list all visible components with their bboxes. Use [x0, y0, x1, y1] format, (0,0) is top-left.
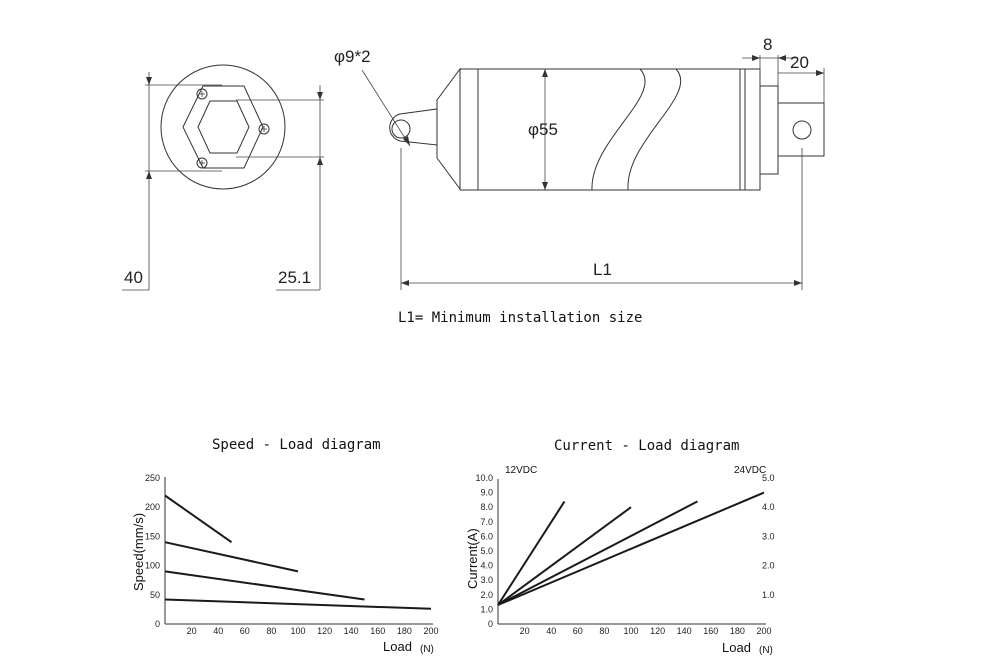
- speed-chart-title: Speed - Load diagram: [212, 437, 381, 453]
- current-y-tick: 5.0: [480, 546, 493, 556]
- speed-series-line-3: [164, 570, 365, 601]
- dim-diameter-label: φ55: [528, 120, 558, 139]
- end-view-screw-bottom: [196, 157, 208, 169]
- side-view: φ55 8 20 φ9*2 L1: [334, 35, 825, 290]
- current-y2-tick: 3.0: [762, 531, 775, 541]
- current-load-chart: Current - Load diagram 20 40 60 80 100 120 140…: [465, 438, 775, 656]
- current-series-line-2: [497, 506, 632, 606]
- speed-y-tick: 100: [145, 561, 160, 571]
- current-x-tick: 200: [756, 626, 771, 636]
- speed-x-tick: 20: [187, 626, 197, 636]
- end-view: 40 25.1: [122, 64, 324, 291]
- installation-note: L1= Minimum installation size: [398, 310, 642, 326]
- end-view-screw-right: [258, 123, 270, 135]
- current-x-tick: 100: [623, 626, 638, 636]
- speed-y-tick: 200: [145, 502, 160, 512]
- current-y2-tick: 4.0: [762, 502, 775, 512]
- current-x-tick: 40: [546, 626, 556, 636]
- current-series-line-4: [497, 491, 765, 606]
- speed-x-tick: 140: [344, 626, 359, 636]
- dim-25-1-label: 25.1: [278, 268, 311, 287]
- speed-x-axis-label: Load: [383, 639, 412, 654]
- current-y2-tick: 1.0: [762, 590, 775, 600]
- dim-hole-leader: [361, 69, 411, 147]
- current-y-tick: 10.0: [475, 473, 493, 483]
- current-y2-tick: 2.0: [762, 561, 775, 571]
- current-y-tick: 3.0: [480, 575, 493, 585]
- current-x-tick: 20: [520, 626, 530, 636]
- speed-x-tick: 200: [423, 626, 438, 636]
- current-y-tick: 7.0: [480, 517, 493, 527]
- current-y-tick: 0: [488, 619, 493, 629]
- dim-8-label: 8: [763, 35, 772, 54]
- current-y-axis-label: Current(A): [465, 528, 480, 589]
- speed-y-axis-label: Speed(mm/s): [131, 513, 146, 591]
- current-y-tick: 9.0: [480, 488, 493, 498]
- speed-x-tick: 180: [397, 626, 412, 636]
- end-view-outer-circle: [160, 64, 286, 190]
- current-x-axis-label: Load: [722, 640, 751, 655]
- speed-y-tick: 0: [155, 619, 160, 629]
- current-x-tick: 180: [730, 626, 745, 636]
- end-view-inner-hexagon: [197, 100, 250, 154]
- speed-x-tick: 160: [370, 626, 385, 636]
- speed-load-chart: Speed - Load diagram 20 40 60 80 100 120 140 16…: [131, 437, 439, 655]
- dim-40-label: 40: [124, 268, 143, 287]
- current-series-line-1: [497, 500, 566, 606]
- front-mount-hole: [792, 120, 812, 140]
- current-chart-title: Current - Load diagram: [554, 438, 739, 454]
- speed-x-tick: 120: [317, 626, 332, 636]
- speed-y-tick: 250: [145, 473, 160, 483]
- dim-hole-label: φ9*2: [334, 47, 371, 66]
- current-y-tick: 8.0: [480, 502, 493, 512]
- current-y-tick: 4.0: [480, 561, 493, 571]
- current-x-tick: 60: [573, 626, 583, 636]
- break-line-left: [591, 68, 646, 191]
- current-y-tick: 1.0: [480, 604, 493, 614]
- end-view-screw-top: [196, 88, 208, 100]
- speed-y-tick: 50: [150, 590, 160, 600]
- rod-collar: [759, 85, 779, 175]
- current-y-tick: 6.0: [480, 531, 493, 541]
- current-series-line-3: [497, 500, 698, 606]
- current-x-tick: 120: [650, 626, 665, 636]
- speed-series-line-1: [164, 494, 233, 544]
- end-view-outer-hexagon: [182, 85, 264, 169]
- dim-L1-label: L1: [593, 260, 612, 279]
- speed-x-tick: 100: [290, 626, 305, 636]
- current-x-tick: 140: [677, 626, 692, 636]
- tapered-end-cap: [436, 67, 461, 191]
- rear-mount-hole: [391, 119, 411, 139]
- current-x-axis-unit: (N): [759, 645, 773, 656]
- speed-series-line-4: [164, 598, 432, 610]
- speed-x-tick: 40: [213, 626, 223, 636]
- current-12vdc-label: 12VDC: [505, 465, 537, 476]
- current-x-tick: 80: [599, 626, 609, 636]
- dim-20-label: 20: [790, 53, 809, 72]
- speed-y-tick: 150: [145, 531, 160, 541]
- speed-x-tick: 60: [240, 626, 250, 636]
- current-y-tick: 2.0: [480, 590, 493, 600]
- current-x-tick: 160: [703, 626, 718, 636]
- speed-x-tick: 80: [266, 626, 276, 636]
- rear-clevis: [389, 108, 438, 146]
- speed-series-line-2: [164, 541, 299, 573]
- break-line-right: [627, 68, 682, 191]
- speed-x-axis-unit: (N): [420, 644, 434, 655]
- front-rod-end: [777, 102, 825, 157]
- motor-housing: [459, 68, 761, 191]
- current-24vdc-label: 24VDC: [734, 465, 766, 476]
- current-y2-tick: 5.0: [762, 473, 775, 483]
